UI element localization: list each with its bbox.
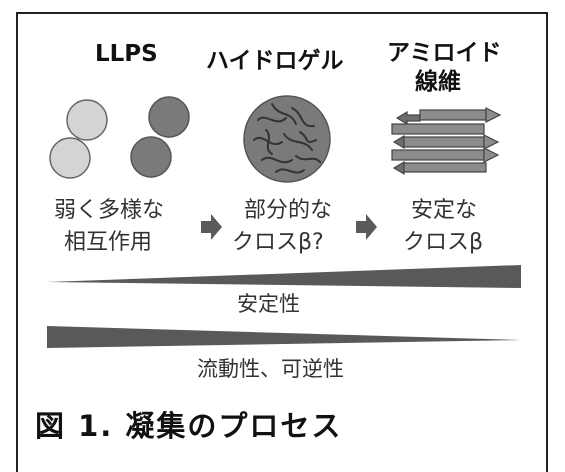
amyloid-description-line2: クロスβ xyxy=(403,230,484,255)
hydrogel-sphere xyxy=(243,95,331,183)
process-arrows xyxy=(201,214,377,240)
llps-description-line1: 弱く多様な xyxy=(54,198,165,223)
fluidity-wedge xyxy=(47,326,521,348)
droplet-light-top xyxy=(66,99,108,141)
droplet-dark-top xyxy=(148,96,190,138)
figure-frame xyxy=(16,12,548,472)
figure-caption: 図 1. 凝集のプロセス xyxy=(35,409,343,443)
llps-description-line2: 相互作用 xyxy=(64,230,153,255)
droplet-dark-bottom xyxy=(130,136,172,178)
heading-amyloid-line2: 線維 xyxy=(415,69,461,95)
heading-hydrogel: ハイドロゲル xyxy=(206,48,344,74)
llps-droplets xyxy=(49,96,190,179)
droplet-light-bottom xyxy=(49,137,91,179)
amyloid-description-line1: 安定な xyxy=(411,198,478,223)
heading-llps: LLPS xyxy=(95,41,158,67)
hydrogel-description-line1: 部分的な xyxy=(244,198,333,223)
hydrogel-description-line2: クロスβ? xyxy=(232,230,324,255)
stability-label: 安定性 xyxy=(237,292,300,316)
arrow-right-icon xyxy=(356,214,377,240)
stability-wedge xyxy=(47,265,521,288)
arrow-right-icon xyxy=(201,214,222,240)
process-illustration xyxy=(47,95,521,348)
fluidity-label: 流動性、可逆性 xyxy=(197,357,344,381)
heading-amyloid-line1: アミロイド xyxy=(387,40,502,66)
amyloid-fibrils xyxy=(391,107,502,176)
